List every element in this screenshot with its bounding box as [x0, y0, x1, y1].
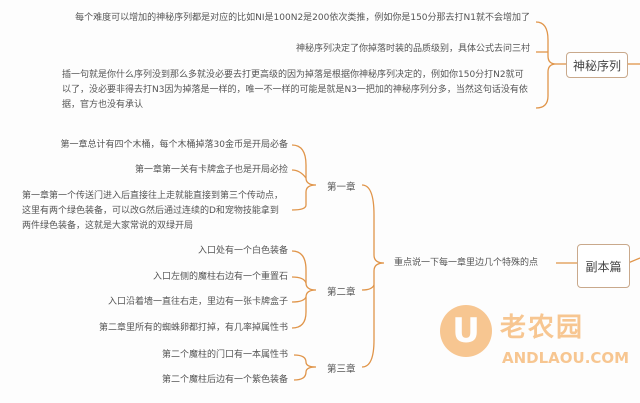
- node-chapter-3[interactable]: 第三章: [327, 364, 356, 375]
- ch2-item-1: 入口处有一个白色装备: [197, 246, 288, 256]
- node-chapter-1[interactable]: 第一章: [327, 182, 356, 193]
- mystery-item-2: 神秘序列决定了你掉落时装的品质级别，具体公式去问三村: [295, 44, 530, 54]
- ch3-item-1: 第二个魔柱的门口有一本属性书: [161, 350, 288, 360]
- node-dungeon[interactable]: 副本篇: [577, 244, 630, 288]
- ch1-item-1: 第一章总计有四个木桶，每个木桶掉落30金币是开局必备: [60, 140, 288, 150]
- node-mystery-sequence[interactable]: 神秘序列: [566, 52, 628, 78]
- node-key-points[interactable]: 重点说一下每一章里边几个特殊的点: [394, 258, 539, 268]
- ch2-item-4: 第二章里所有的蜘蛛卵都打掉，有几率掉属性书: [98, 323, 288, 333]
- mystery-item-3: 插一句就是你什么序列没到那么多就没必要去打更高级的因为掉落是根据你神秘序列决定的…: [62, 70, 528, 110]
- mystery-item-1: 每个难度可以增加的神秘序列都是对应的比如NI是100N2是200依次类推，例如你…: [75, 13, 530, 23]
- ch1-item-3: 第一章第一个传送门进入后直接往上走就能直接到第三个传动点，这里有两个绿色装备，可…: [22, 191, 284, 231]
- ch2-item-3: 入口沿着墙一直往右走，里边有一张卡牌盒子: [107, 297, 288, 307]
- ch2-item-2: 入口左侧的魔柱右边有一个重置石: [152, 272, 288, 282]
- ch1-item-2: 第一章第一关有卡牌盒子也是开局必捡: [134, 165, 288, 175]
- ch3-item-2: 第二个魔柱后边有一个紫色装备: [161, 375, 288, 385]
- node-chapter-2[interactable]: 第二章: [327, 287, 356, 298]
